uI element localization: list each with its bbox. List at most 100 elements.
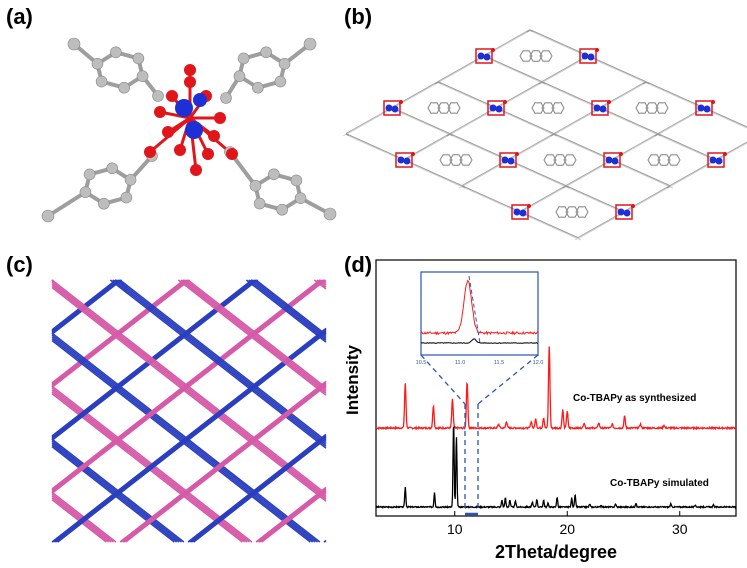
panel-a-molecule bbox=[41, 37, 337, 223]
pyrene-ring bbox=[531, 102, 545, 114]
framework-linker bbox=[590, 57, 650, 85]
framework-linker bbox=[388, 83, 436, 111]
framework-linker bbox=[440, 83, 500, 111]
cobalt-atom bbox=[175, 99, 193, 117]
carbon-atom bbox=[41, 209, 55, 223]
y-axis-label: Intensity bbox=[343, 345, 362, 415]
net-strand bbox=[261, 491, 327, 543]
oxygen-atom bbox=[184, 64, 196, 76]
net-strand bbox=[51, 327, 327, 543]
x-tick-label: 20 bbox=[559, 521, 575, 537]
metal-node-frame bbox=[395, 152, 413, 168]
net-strand bbox=[187, 279, 327, 389]
oxygen-atom bbox=[184, 76, 196, 88]
inset-tick-label: 11.5 bbox=[494, 360, 504, 366]
cobalt-atom bbox=[185, 121, 203, 139]
metal-node-oxygen bbox=[595, 48, 599, 52]
carbon-atom bbox=[274, 75, 287, 88]
carbon-atom bbox=[249, 180, 262, 192]
net-strand bbox=[57, 332, 327, 543]
pyrene-ring bbox=[543, 154, 557, 166]
inset-series-as-synthesized bbox=[420, 279, 539, 336]
framework-linker bbox=[437, 81, 497, 109]
carbon-atom bbox=[83, 168, 96, 181]
net-strand bbox=[114, 279, 327, 446]
framework-linker bbox=[550, 109, 598, 137]
carbon-atom bbox=[233, 70, 246, 82]
legend-simulated: Co-TBAPy simulated bbox=[610, 478, 709, 489]
carbon-atom bbox=[91, 58, 104, 70]
carbon-atom bbox=[260, 46, 272, 59]
carbon-atom bbox=[95, 75, 108, 88]
pyrene-ring bbox=[645, 102, 659, 114]
net-strand bbox=[51, 281, 327, 497]
net-strand bbox=[255, 486, 327, 543]
metal-node-cobalt bbox=[391, 105, 399, 113]
pyrene-ring bbox=[555, 206, 569, 218]
net-strand bbox=[316, 279, 327, 288]
pyrene-ring bbox=[449, 154, 463, 166]
framework-linker bbox=[532, 31, 592, 59]
net-strand bbox=[119, 380, 327, 543]
metal-node-oxygen bbox=[631, 204, 635, 208]
x-axis-label: 2Theta/degree bbox=[495, 542, 617, 562]
framework-linker bbox=[449, 133, 509, 161]
framework-linker bbox=[342, 109, 390, 137]
framework-linker bbox=[529, 29, 589, 57]
carbon-atom bbox=[252, 81, 264, 94]
framework-linker bbox=[391, 107, 451, 135]
metal-node-cobalt bbox=[519, 209, 527, 217]
net-strand bbox=[259, 490, 327, 543]
metal-node-cobalt bbox=[489, 104, 497, 112]
net-strand bbox=[318, 279, 327, 286]
pyrene-ring bbox=[657, 154, 671, 166]
carbon-atom bbox=[120, 191, 133, 204]
net-strand bbox=[191, 437, 327, 543]
pyrene-ring bbox=[655, 102, 669, 114]
pyrene-ring bbox=[529, 50, 543, 62]
framework-linker bbox=[406, 161, 466, 189]
topology-net bbox=[51, 279, 327, 543]
metal-node-cobalt bbox=[623, 209, 631, 217]
panel-c-net bbox=[51, 279, 327, 543]
inset-tick-label: 10.5 bbox=[416, 360, 427, 366]
framework-linker bbox=[480, 31, 528, 59]
carbon-atom bbox=[290, 174, 303, 187]
pyrene-ring bbox=[437, 102, 451, 114]
net-strand bbox=[120, 381, 327, 543]
metal-node-cobalt bbox=[593, 104, 601, 112]
oxygen-atom bbox=[208, 130, 220, 142]
net-strand bbox=[123, 384, 327, 543]
framework-linker bbox=[483, 55, 543, 83]
net-strand bbox=[323, 279, 327, 283]
framework-linker bbox=[574, 213, 622, 241]
pyrene-ring bbox=[439, 154, 453, 166]
metal-node-oxygen bbox=[607, 100, 611, 104]
metal-node-frame bbox=[499, 152, 517, 168]
oxygen-atom bbox=[154, 106, 166, 118]
framework-linker bbox=[461, 185, 521, 213]
net-strand bbox=[51, 279, 327, 495]
net-strand bbox=[188, 434, 327, 543]
framework-linker bbox=[654, 109, 702, 137]
net-strand bbox=[255, 279, 327, 336]
pyrene-ring bbox=[551, 102, 565, 114]
panel-label-d: (d) bbox=[344, 252, 373, 277]
metal-node-cobalt bbox=[495, 105, 503, 113]
carbon-atom bbox=[294, 192, 307, 204]
framework-linker bbox=[611, 159, 671, 187]
metal-node-cobalt bbox=[397, 156, 405, 164]
carbon-atom bbox=[118, 81, 130, 94]
metal-node-cobalt bbox=[715, 157, 723, 165]
net-strand bbox=[51, 285, 327, 500]
net-strand bbox=[321, 279, 327, 285]
metal-node-oxygen bbox=[711, 100, 715, 104]
plot-frame bbox=[375, 259, 737, 517]
metal-node-oxygen bbox=[723, 152, 727, 156]
methyl-bond bbox=[46, 190, 88, 218]
framework-linker bbox=[712, 142, 747, 163]
inset-dashed-marker bbox=[468, 275, 481, 344]
framework-linker bbox=[544, 83, 604, 111]
